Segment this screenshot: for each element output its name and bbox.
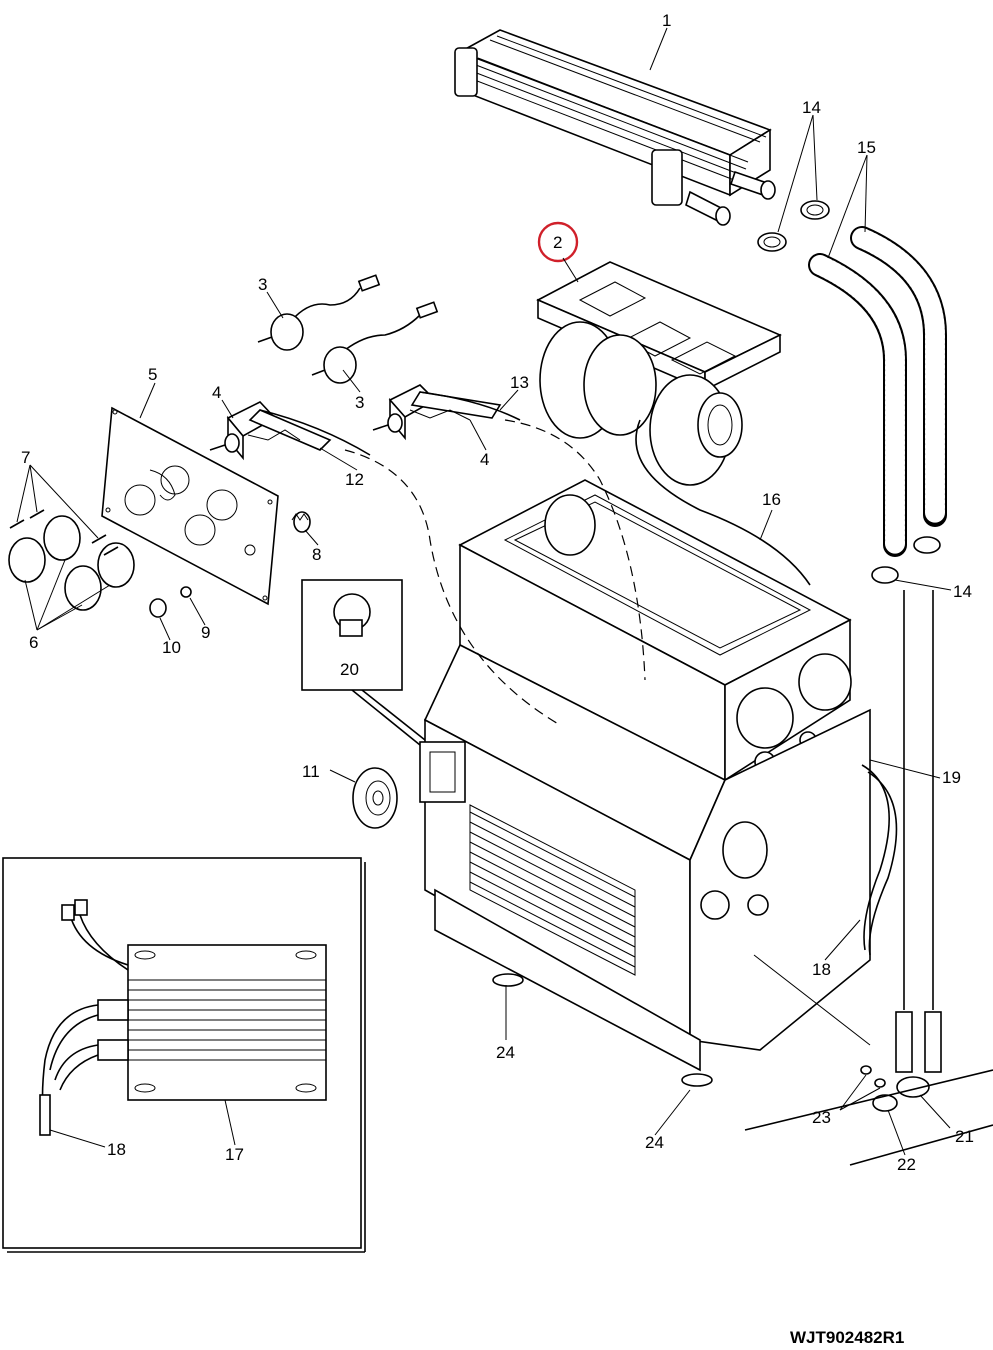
leader-lines [16,27,952,1156]
callout-3-lower: 3 [355,393,364,412]
callout-21: 21 [955,1127,974,1146]
callout-1: 1 [662,11,671,30]
callout-22: 22 [897,1155,916,1174]
callout-3-upper: 3 [258,275,267,294]
callout-24-left: 24 [496,1043,515,1062]
callout-4-right: 4 [480,450,489,469]
callout-9: 9 [201,623,210,642]
inset-module-box [2,857,366,1253]
heater-hoses [808,226,947,557]
callout-7: 7 [21,448,30,467]
callout-23: 23 [812,1108,831,1127]
callouts: 1 2 3 3 4 4 5 6 7 8 9 10 11 12 13 14 14 … [21,11,974,1174]
hose-clamps-upper [757,200,830,252]
callout-13: 13 [510,373,529,392]
callout-19: 19 [942,768,961,787]
callout-18-inset: 18 [107,1140,126,1159]
blower-assembly [536,261,811,586]
knob-wheel [352,767,398,829]
reference-number: WJT902482R1 [790,1328,904,1347]
callout-10: 10 [162,638,181,657]
screw-9 [180,586,192,598]
highlight-circle [537,221,579,263]
callout-15: 15 [857,138,876,157]
potentiometer-upper [257,274,381,351]
heater-core [454,29,776,226]
callout-20: 20 [340,660,359,679]
callout-24-right: 24 [645,1133,664,1152]
callout-12: 12 [345,470,364,489]
heater-housing [419,479,871,1087]
callout-8: 8 [312,545,321,564]
callout-14-lower: 14 [953,582,972,601]
screws [9,509,119,556]
callout-5: 5 [148,365,157,384]
callout-2: 2 [553,233,562,252]
callout-11: 11 [302,762,320,781]
callout-16: 16 [762,490,781,509]
callout-14-upper: 14 [802,98,821,117]
detail-box-20 [301,579,426,746]
callout-18-right: 18 [812,960,831,979]
spring [291,511,311,533]
switch-right [372,384,502,441]
callout-17: 17 [225,1145,244,1164]
callout-4-left: 4 [212,383,221,402]
callout-6: 6 [29,633,38,652]
knobs [8,515,135,611]
washer-10 [149,598,167,618]
control-panel [101,406,279,606]
potentiometer-lower [311,301,439,384]
hose-stubs [895,590,942,1073]
